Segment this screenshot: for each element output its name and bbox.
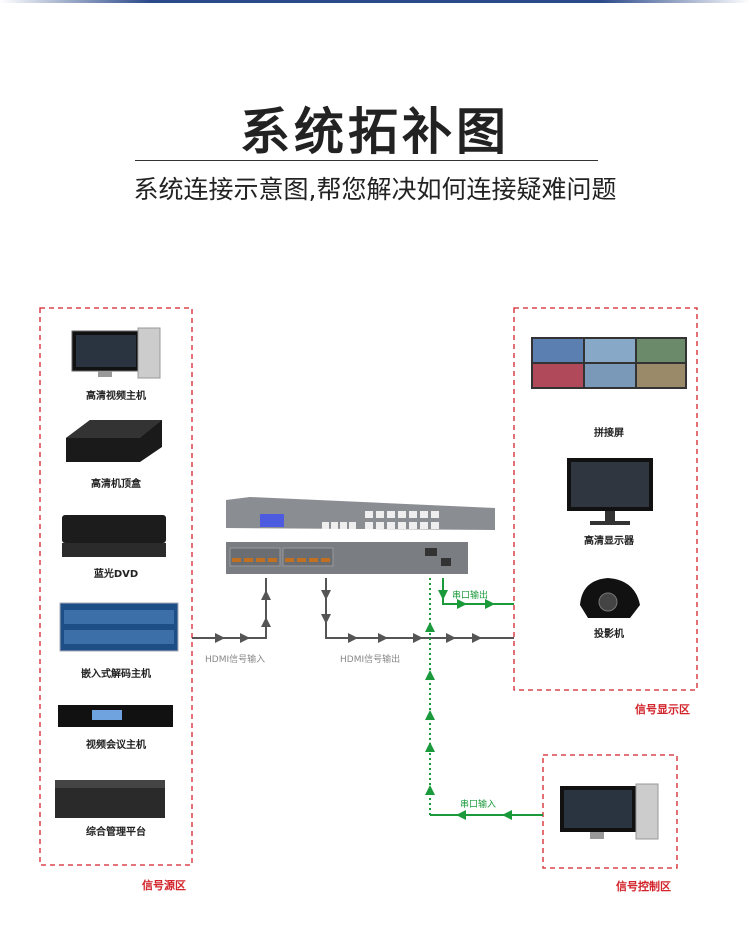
top-accent-bar	[0, 0, 750, 3]
hd-video-host-icon	[71, 327, 161, 379]
bluray-dvd-icon	[62, 515, 166, 557]
matrix-switcher-icon	[226, 497, 495, 574]
hdmi-input-arrows	[215, 590, 271, 643]
page-title: 系统拓补图	[240, 103, 510, 161]
source-label-bluray: 蓝光DVD	[93, 569, 139, 580]
embedded-decoder-host-icon	[59, 602, 179, 652]
control-zone-box	[542, 754, 678, 869]
source-label-hd-video-host: 高清视频主机	[86, 391, 146, 402]
video-wall-icon	[531, 337, 687, 389]
title-divider	[135, 160, 598, 161]
source-zone-label: 信号源区	[142, 879, 186, 892]
serial-output-line	[430, 578, 543, 816]
display-label-video-wall: 拼接屏	[594, 428, 624, 439]
video-conference-host-icon	[58, 705, 173, 727]
page-subtitle: 系统连接示意图,帮您解决如何连接疑难问题	[133, 175, 617, 204]
management-platform-icon	[55, 780, 165, 818]
display-label-projector: 投影机	[594, 629, 624, 640]
hdmi-output-arrows	[321, 590, 482, 643]
source-label-decoder: 嵌入式解码主机	[81, 669, 151, 680]
control-pc-icon	[560, 783, 659, 840]
source-label-platform: 综合管理平台	[86, 827, 146, 838]
hdmi-output-label: HDMI信号输出	[340, 655, 401, 665]
hdmi-input-label: HDMI信号输入	[205, 655, 266, 665]
serial-arrows	[425, 590, 512, 820]
display-label-monitor: 高清显示器	[584, 536, 634, 547]
source-zone-box	[39, 307, 193, 866]
source-label-set-top-box: 高清机顶盒	[91, 479, 141, 490]
serial-output-label: 串口输出	[452, 591, 489, 601]
hd-monitor-icon	[567, 458, 653, 525]
serial-input-label: 串口输入	[460, 800, 497, 810]
hdmi-input-line	[192, 578, 267, 639]
projector-icon	[580, 578, 640, 618]
control-zone-label: 信号控制区	[616, 880, 671, 893]
display-zone-label: 信号显示区	[635, 703, 690, 716]
source-label-conference: 视频会议主机	[86, 740, 146, 751]
set-top-box-icon	[66, 420, 162, 462]
display-zone-box	[513, 307, 698, 691]
